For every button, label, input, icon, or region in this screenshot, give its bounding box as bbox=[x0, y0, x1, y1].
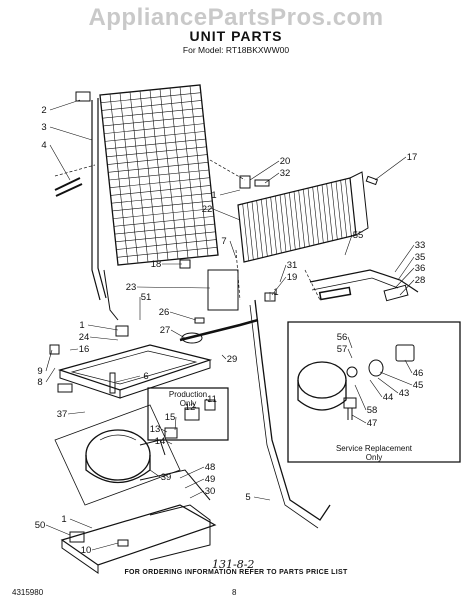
part-4 bbox=[54, 177, 83, 197]
ordering-footer: FOR ORDERING INFORMATION REFER TO PARTS … bbox=[124, 569, 348, 576]
callout-57: 57 bbox=[337, 344, 348, 355]
callout-13: 13 bbox=[150, 424, 161, 435]
callout-50: 50 bbox=[35, 520, 46, 531]
part-10 bbox=[117, 539, 129, 547]
callout-36: 36 bbox=[415, 263, 426, 274]
callout-35: 35 bbox=[415, 252, 426, 263]
callout-46: 46 bbox=[413, 368, 424, 379]
callout-1: 1 bbox=[273, 287, 278, 298]
part-2 bbox=[75, 91, 91, 102]
callout-37: 37 bbox=[57, 409, 68, 420]
callout-14: 14 bbox=[155, 436, 166, 447]
page-number: 8 bbox=[232, 588, 237, 597]
part-17 bbox=[365, 175, 379, 186]
compressor bbox=[54, 404, 181, 506]
model-subtitle: For Model: RT18BKXWW00 bbox=[182, 45, 290, 55]
callout-6: 6 bbox=[143, 371, 148, 382]
base-plate bbox=[60, 469, 217, 574]
callout-45: 45 bbox=[413, 380, 424, 391]
callout-1: 1 bbox=[211, 190, 216, 201]
callout-20: 20 bbox=[280, 156, 291, 167]
callout-10: 10 bbox=[81, 545, 92, 556]
heater-tube bbox=[179, 318, 259, 344]
part-9 bbox=[49, 344, 60, 355]
callout-27: 27 bbox=[160, 325, 171, 336]
part-37-grommet bbox=[57, 383, 73, 393]
part-6 bbox=[109, 372, 116, 394]
drier-assembly bbox=[309, 269, 419, 302]
callout-55: 55 bbox=[353, 230, 364, 241]
drain-pan bbox=[57, 344, 213, 399]
callout-2: 2 bbox=[41, 105, 46, 116]
callout-12: 12 bbox=[185, 402, 196, 413]
callout-39: 39 bbox=[161, 472, 172, 483]
callout-17: 17 bbox=[407, 152, 418, 163]
callout-47: 47 bbox=[367, 418, 378, 429]
callout-51: 51 bbox=[141, 292, 152, 303]
part-32 bbox=[254, 179, 270, 187]
callout-4: 4 bbox=[41, 140, 46, 151]
condenser-coil bbox=[91, 84, 219, 321]
callout-18: 18 bbox=[151, 259, 162, 270]
callout-49: 49 bbox=[205, 474, 216, 485]
callout-19: 19 bbox=[287, 272, 298, 283]
callout-8: 8 bbox=[37, 377, 42, 388]
production-label-line1: Production bbox=[169, 390, 207, 399]
callout-9: 9 bbox=[37, 366, 42, 377]
watermark: AppliancePartsPros.com bbox=[88, 4, 384, 31]
callout-48: 48 bbox=[205, 462, 216, 473]
document-number: 4315980 bbox=[12, 588, 44, 597]
page-title: UNIT PARTS bbox=[189, 28, 283, 44]
callout-44: 44 bbox=[383, 392, 394, 403]
part-20 bbox=[239, 175, 251, 189]
callout-24: 24 bbox=[79, 332, 90, 343]
callout-43: 43 bbox=[399, 388, 410, 399]
callout-1: 1 bbox=[79, 320, 84, 331]
callout-56: 56 bbox=[337, 332, 348, 343]
callout-3: 3 bbox=[41, 122, 46, 133]
part-23-bracket bbox=[207, 269, 239, 311]
production-label-line2: Only bbox=[180, 399, 196, 408]
handwritten-note: 131-8-2 bbox=[212, 558, 255, 571]
service-label-line1: Service Replacement bbox=[336, 444, 413, 453]
callout-16: 16 bbox=[79, 344, 90, 355]
service-label-line2: Only bbox=[366, 453, 382, 462]
callout-26: 26 bbox=[159, 307, 170, 318]
callout-1: 1 bbox=[61, 514, 66, 525]
callout-58: 58 bbox=[367, 405, 378, 416]
callout-11: 11 bbox=[207, 394, 217, 405]
service-replacement-box bbox=[287, 321, 461, 463]
evaporator-coil bbox=[237, 171, 369, 263]
callout-31: 31 bbox=[287, 260, 298, 271]
callout-30: 30 bbox=[205, 486, 216, 497]
callout-15: 15 bbox=[165, 412, 176, 423]
callout-7: 7 bbox=[221, 236, 226, 247]
part-24 bbox=[115, 325, 129, 337]
callout-28: 28 bbox=[415, 275, 426, 286]
callout-22: 22 bbox=[202, 204, 213, 215]
callout-32: 32 bbox=[280, 168, 291, 179]
callout-29: 29 bbox=[227, 354, 238, 365]
part-26 bbox=[194, 317, 205, 324]
callout-5: 5 bbox=[245, 492, 250, 503]
callout-33: 33 bbox=[415, 240, 426, 251]
suction-tube bbox=[249, 299, 331, 529]
callout-23: 23 bbox=[126, 282, 137, 293]
part-50 bbox=[69, 531, 85, 543]
